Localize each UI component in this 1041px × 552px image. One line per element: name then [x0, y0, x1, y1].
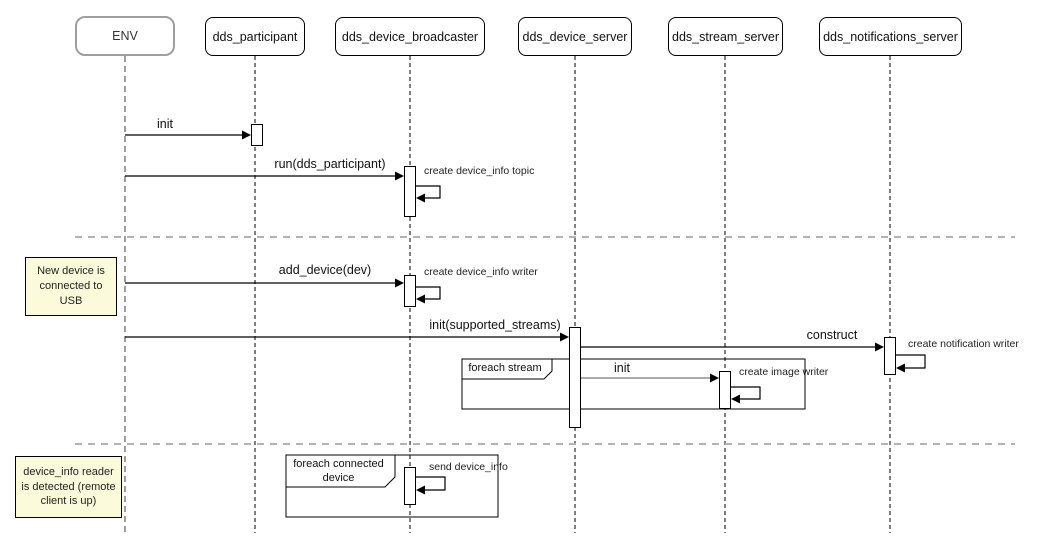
self-message-line: [896, 354, 926, 369]
note: device_info reader is detected (remote c…: [15, 456, 122, 518]
loop-frame-label-shape: [461, 358, 553, 380]
self-message-arrowhead: [896, 363, 905, 373]
activation-bar: [404, 275, 416, 307]
participant-box-dds_device_server: dds_device_server: [518, 17, 632, 56]
message-label: run(dds_participant): [274, 157, 386, 171]
message-label: add_device(dev): [278, 263, 372, 277]
message-arrowhead: [710, 373, 719, 383]
message-arrowhead: [395, 171, 404, 181]
message-label: init: [157, 117, 173, 131]
participant-box-dds_stream_server: dds_stream_server: [668, 17, 783, 56]
participant-box-dds_device_broadcaster: dds_device_broadcaster: [335, 17, 485, 56]
activation-bar: [251, 124, 263, 146]
message-arrowhead: [395, 278, 404, 288]
participant-box-ENV: ENV: [75, 16, 175, 56]
self-message-label: create image writer: [739, 366, 829, 378]
self-message-line: [416, 476, 446, 491]
self-message-arrowhead: [416, 294, 425, 304]
activation-bar: [884, 337, 896, 375]
self-message-arrowhead: [731, 394, 740, 404]
self-message-label: create notification writer: [908, 338, 1019, 350]
participant-box-dds_notifications_server: dds_notifications_server: [819, 17, 962, 56]
self-message-line: [416, 185, 441, 199]
self-message-line: [416, 286, 441, 300]
message-arrowhead: [242, 130, 251, 140]
participant-box-dds_participant: dds_participant: [205, 17, 305, 56]
activation-bar: [719, 371, 731, 409]
loop-frame-label: foreach connected device: [293, 458, 384, 485]
activation-bar: [404, 467, 416, 505]
message-arrowhead: [560, 332, 569, 342]
self-message-label: create device_info writer: [424, 266, 538, 278]
loop-frame-label: foreach stream: [468, 362, 542, 374]
self-message-arrowhead: [416, 485, 425, 495]
self-message-arrowhead: [416, 193, 425, 203]
loop-frame-label-shape: [285, 454, 396, 488]
self-message-label: send device_info: [429, 461, 508, 473]
activation-bar: [569, 327, 581, 428]
loop-frame: [461, 358, 806, 410]
message-arrowhead: [875, 342, 884, 352]
self-message-label: create device_info topic: [424, 165, 535, 177]
message-label: init: [614, 361, 630, 375]
note: New device is connected to USB: [25, 257, 117, 316]
message-label: init(supported_streams): [429, 318, 561, 332]
activation-bar: [404, 166, 416, 217]
message-label: construct: [806, 328, 858, 342]
self-message-line: [731, 386, 761, 400]
